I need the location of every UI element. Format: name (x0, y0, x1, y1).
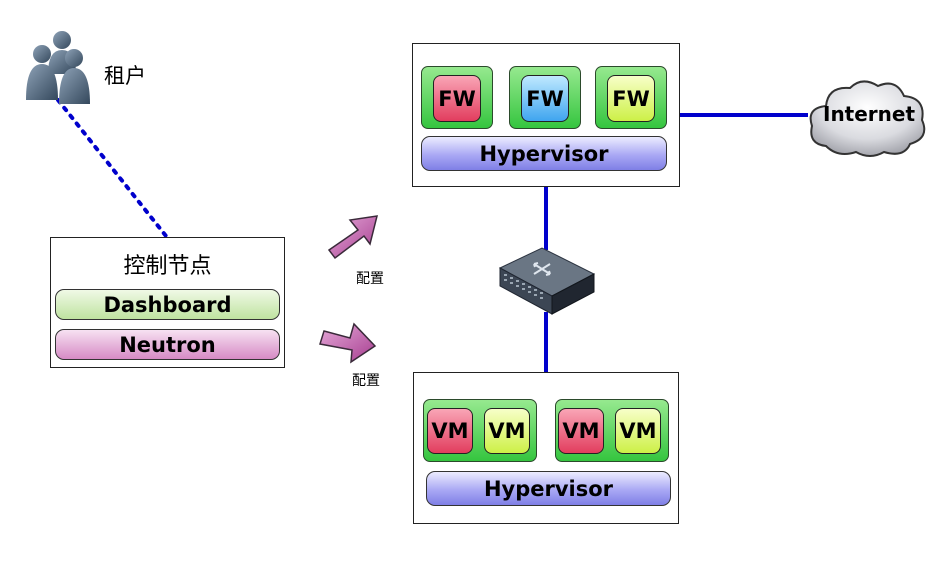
fw-container-3: FW (595, 66, 667, 129)
fw-container-2: FW (509, 66, 581, 129)
fw-container-1: FW (421, 66, 493, 129)
control-node-title: 控制节点 (123, 254, 212, 279)
vm-instance-lime-2: VM (615, 408, 661, 454)
compute-hypervisor: Hypervisor (426, 471, 671, 506)
vm-container-1: VM VM (423, 399, 537, 462)
network-host: FW FW FW Hypervisor (412, 43, 680, 187)
dashboard-service: Dashboard (55, 289, 280, 320)
fw-instance-lime: FW (607, 75, 655, 122)
vm-instance-red-1: VM (427, 408, 473, 454)
vm-instance-red-2: VM (558, 408, 604, 454)
fw-instance-blue: FW (521, 75, 569, 122)
internet-label: Internet (823, 102, 916, 126)
config-arrow-up (327, 215, 378, 260)
control-node: 控制节点 Dashboard Neutron (50, 237, 285, 368)
vm-instance-lime-1: VM (484, 408, 530, 454)
network-hypervisor: Hypervisor (421, 136, 667, 171)
fw-instance-red: FW (433, 75, 481, 122)
config-arrow-down (319, 322, 377, 364)
vm-container-2: VM VM (555, 399, 669, 462)
tenant-label: 租户 (104, 64, 146, 88)
neutron-service: Neutron (55, 329, 280, 360)
users-icon (26, 31, 90, 104)
tenant-dotted-link (56, 98, 168, 238)
compute-host: VM VM VM VM Hypervisor (413, 372, 679, 524)
config-label-lower: 配置 (352, 373, 380, 389)
network-switch-icon (498, 247, 596, 315)
config-label-upper: 配置 (356, 271, 384, 287)
cloud-icon (809, 80, 926, 157)
